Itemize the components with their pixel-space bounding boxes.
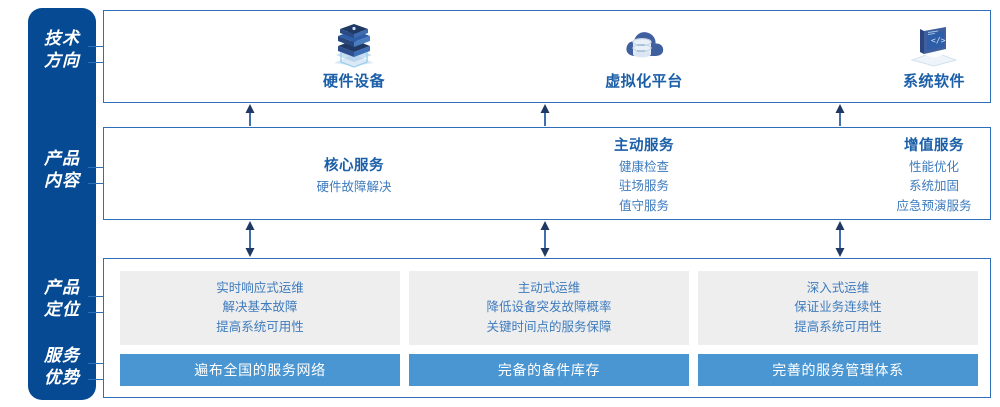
product-item: 值守服务 — [618, 198, 669, 213]
sidebar-item-tech-direction-line1: 技术 — [44, 29, 80, 48]
position-card-realtime: 实时响应式运维 解决基本故障 提高系统可用性 — [120, 271, 400, 345]
sidebar-item-product-content-line2: 内容 — [44, 170, 80, 190]
tech-direction-section: 硬件设备 虚拟化平台 — [103, 10, 991, 103]
tech-title-system-software: 系统软件 — [902, 73, 965, 90]
arrow-up-system-software — [833, 104, 847, 131]
position-column-deep[interactable]: 深入式运维 保证业务连续性 提高系统可用性 完善的服务管理体系 — [698, 271, 978, 386]
product-item: 健康检查 — [618, 160, 669, 174]
connector-adv-top — [88, 363, 108, 364]
position-column-realtime[interactable]: 实时响应式运维 解决基本故障 提高系统可用性 遍布全国的服务网络 — [120, 271, 400, 386]
arrow-up-virtualization — [538, 104, 552, 131]
arrow-double-hardware — [243, 221, 257, 262]
server-stack-icon — [328, 21, 380, 69]
position-column-proactive[interactable]: 主动式运维 降低设备突发故障概率 关键时间点的服务保障 完备的备件库存 — [409, 271, 689, 386]
tech-cell-system-software[interactable]: </> 系统软件 — [794, 21, 1000, 99]
sidebar-item-product-position-line2: 定位 — [44, 299, 80, 319]
position-line: 提高系统可用性 — [794, 319, 882, 334]
product-title-core-service: 核心服务 — [324, 158, 384, 174]
sidebar-item-tech-direction-line2: 方向 — [44, 50, 80, 70]
cloud-database-icon — [618, 21, 670, 69]
arrow-double-virtualization — [538, 221, 552, 262]
position-line: 实时响应式运维 — [216, 280, 304, 295]
product-content-section: 核心服务 硬件故障解决 主动服务 健康检查 驻场服务 值守服务 增值服务 性能优… — [103, 127, 991, 220]
sidebar-item-service-advantage-line1: 服务 — [44, 346, 80, 365]
connector-prod-bottom — [88, 183, 108, 184]
connector-prod-top — [88, 167, 108, 168]
connector-adv-bottom — [88, 379, 108, 380]
advantage-bar-management-system[interactable]: 完善的服务管理体系 — [698, 354, 978, 386]
product-item: 驻场服务 — [618, 179, 669, 194]
sidebar-panel — [28, 8, 96, 400]
laptop-code-icon: </> — [908, 21, 960, 69]
sidebar-item-product-position[interactable]: 产品 定位 — [28, 277, 96, 321]
position-line: 深入式运维 — [806, 280, 870, 295]
product-item: 系统加固 — [908, 179, 959, 194]
connector-pos-top — [88, 296, 108, 297]
position-line: 解决基本故障 — [222, 300, 298, 315]
tech-title-virtualization: 虚拟化平台 — [605, 73, 683, 90]
sidebar-item-tech-direction[interactable]: 技术 方向 — [28, 28, 96, 72]
tech-cell-hardware[interactable]: 硬件设备 — [214, 21, 494, 99]
sidebar-item-service-advantage-line2: 优势 — [44, 367, 80, 387]
position-line: 降低设备突发故障概率 — [486, 300, 612, 315]
product-position-section: 实时响应式运维 解决基本故障 提高系统可用性 遍布全国的服务网络 主动式运维 降… — [103, 258, 991, 398]
advantage-bar-spare-parts[interactable]: 完备的备件库存 — [409, 354, 689, 386]
product-title-value-added-service: 增值服务 — [904, 138, 964, 154]
product-cell-proactive-service[interactable]: 主动服务 健康检查 驻场服务 值守服务 — [504, 134, 784, 216]
connector-pos-bottom — [88, 312, 108, 313]
product-title-proactive-service: 主动服务 — [614, 138, 674, 154]
product-item: 硬件故障解决 — [316, 180, 392, 194]
product-item: 应急预演服务 — [896, 198, 972, 213]
tech-cell-virtualization[interactable]: 虚拟化平台 — [504, 21, 784, 99]
advantage-bar-service-network[interactable]: 遍布全国的服务网络 — [120, 354, 400, 386]
sidebar-item-product-content[interactable]: 产品 内容 — [28, 148, 96, 192]
connector-tech-top — [88, 46, 108, 47]
position-card-proactive: 主动式运维 降低设备突发故障概率 关键时间点的服务保障 — [409, 271, 689, 345]
product-cell-value-added-service[interactable]: 增值服务 性能优化 系统加固 应急预演服务 — [794, 134, 1000, 216]
position-line: 主动式运维 — [517, 280, 581, 295]
sidebar-item-product-position-line1: 产品 — [44, 278, 80, 297]
arrow-double-system-software — [833, 221, 847, 262]
sidebar-item-product-content-line1: 产品 — [44, 149, 80, 168]
product-item: 性能优化 — [908, 160, 959, 174]
arrow-up-hardware — [243, 104, 257, 131]
svg-text:</>: </> — [931, 36, 946, 45]
tech-title-hardware: 硬件设备 — [322, 73, 385, 90]
position-card-deep: 深入式运维 保证业务连续性 提高系统可用性 — [698, 271, 978, 345]
position-line: 保证业务连续性 — [794, 300, 882, 315]
position-line: 提高系统可用性 — [216, 319, 304, 334]
product-cell-core-service[interactable]: 核心服务 硬件故障解决 — [214, 154, 494, 197]
sidebar-item-service-advantage[interactable]: 服务 优势 — [28, 345, 96, 389]
position-line: 关键时间点的服务保障 — [486, 319, 612, 334]
connector-tech-bottom — [88, 62, 108, 63]
